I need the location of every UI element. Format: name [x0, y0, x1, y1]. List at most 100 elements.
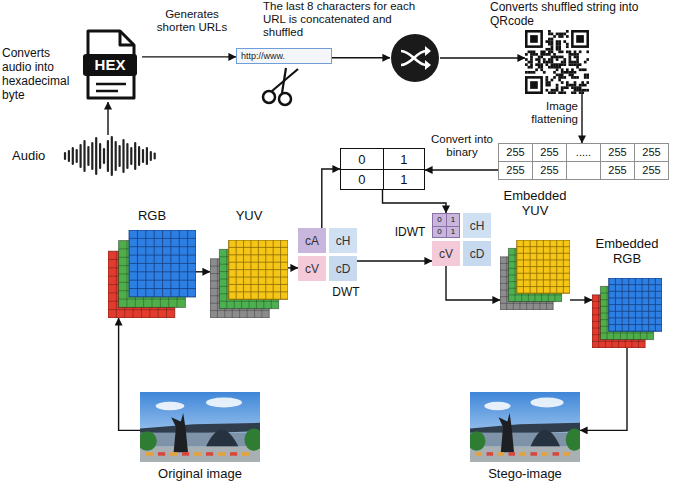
qr-module [543, 71, 546, 74]
qr-module [558, 74, 561, 77]
channel-grid [219, 301, 278, 302]
statue [499, 413, 514, 452]
coefficient-label: cA [305, 234, 319, 248]
binary-grid: 0101 [432, 213, 460, 238]
qr-module [551, 40, 554, 43]
qr-module [584, 74, 587, 77]
channel-layer [129, 230, 196, 297]
qr-module [548, 53, 551, 56]
qr-module [571, 84, 574, 87]
qr-module [540, 68, 543, 71]
channel-layer [229, 240, 288, 299]
qr-module [556, 89, 559, 92]
qr-module [538, 63, 541, 66]
scissor-handle [279, 93, 291, 105]
qr-module [548, 81, 551, 84]
cell-text: 255 [608, 164, 626, 177]
qr-module [533, 50, 536, 53]
qr-finder-core [530, 81, 538, 89]
qr-module [528, 50, 531, 53]
wave-bar [122, 140, 124, 172]
channel-grid [592, 341, 645, 342]
coefficient-cell: cA [298, 228, 326, 253]
qr-module [558, 66, 561, 69]
connector [425, 169, 498, 170]
flower-bed [158, 452, 165, 456]
qr-module [571, 53, 574, 56]
qr-module [566, 43, 569, 46]
channel-grid [517, 273, 570, 274]
qr-module [584, 76, 587, 79]
qr-module [548, 30, 551, 33]
qr-module [576, 58, 579, 61]
photo-node: Stego-image [470, 392, 580, 488]
transform-label: IDWT [391, 225, 429, 239]
node-heading: The last 8 characters for each URL is co… [263, 0, 418, 39]
qr-module [535, 63, 538, 66]
table-cell: 255 [634, 143, 669, 162]
statue [171, 413, 188, 452]
wave-bar [79, 145, 81, 167]
qr-finder-core [530, 35, 538, 43]
channel-grid [609, 311, 662, 312]
qr-module [545, 63, 548, 66]
scissor-handle [263, 91, 275, 103]
edge-label: Convert into binary [429, 133, 495, 159]
qr-module [579, 89, 582, 92]
qr-module [548, 66, 551, 69]
qr-module [571, 74, 574, 77]
channel-grid [642, 278, 643, 331]
cell-text: 255 [608, 146, 626, 159]
building-arch [531, 430, 561, 447]
qr-module [561, 86, 564, 89]
shuffle-circle: The last 8 characters for each URL is co… [390, 33, 440, 83]
image-channel-stack: Embedded RGB [592, 236, 662, 348]
flower-bed [146, 452, 153, 456]
image-channel-stack: YUV [210, 208, 288, 318]
qr-module [574, 91, 577, 94]
qr-module [556, 74, 559, 77]
qr-module [566, 45, 569, 48]
campus-photo [140, 392, 260, 462]
qr-module [563, 58, 566, 61]
building-arch [206, 430, 238, 447]
qr-finder [526, 77, 541, 92]
qr-module [563, 61, 566, 64]
qr-module [563, 71, 566, 74]
pixel-table: 255255.....255255255255255255 [498, 143, 668, 179]
coefficient-label: cV [305, 262, 319, 276]
channel-grid [550, 240, 551, 293]
qr-module [556, 45, 559, 48]
qr-module [545, 84, 548, 87]
qr-module [558, 76, 561, 79]
stack-label: Embedded YUV [500, 188, 570, 218]
grid-cell: 1 [383, 148, 426, 170]
qr-module [543, 50, 546, 53]
tree [566, 428, 580, 450]
qr-module [584, 68, 587, 71]
qr-module [581, 81, 584, 84]
qr-module [551, 91, 554, 94]
connector [581, 94, 582, 143]
qr-module [569, 53, 572, 56]
flower-bed [509, 452, 516, 456]
qr-module [576, 61, 579, 64]
qr-module [574, 81, 577, 84]
cell-text: 255 [540, 146, 558, 159]
qr-module [584, 84, 587, 87]
qr-module [548, 61, 551, 64]
qr-code [525, 30, 589, 94]
qr-module [581, 89, 584, 92]
qr-module [576, 63, 579, 66]
flower-bed [564, 452, 571, 456]
qr-module [558, 50, 561, 53]
qr-module [551, 38, 554, 41]
qr-module [569, 63, 572, 66]
qr-module [558, 48, 561, 51]
qr-module [566, 50, 569, 53]
qr-module [553, 63, 556, 66]
qr-module [561, 81, 564, 84]
shuffle-icon [390, 33, 440, 83]
transform-label: DWT [329, 285, 363, 299]
qr-module [561, 68, 564, 71]
